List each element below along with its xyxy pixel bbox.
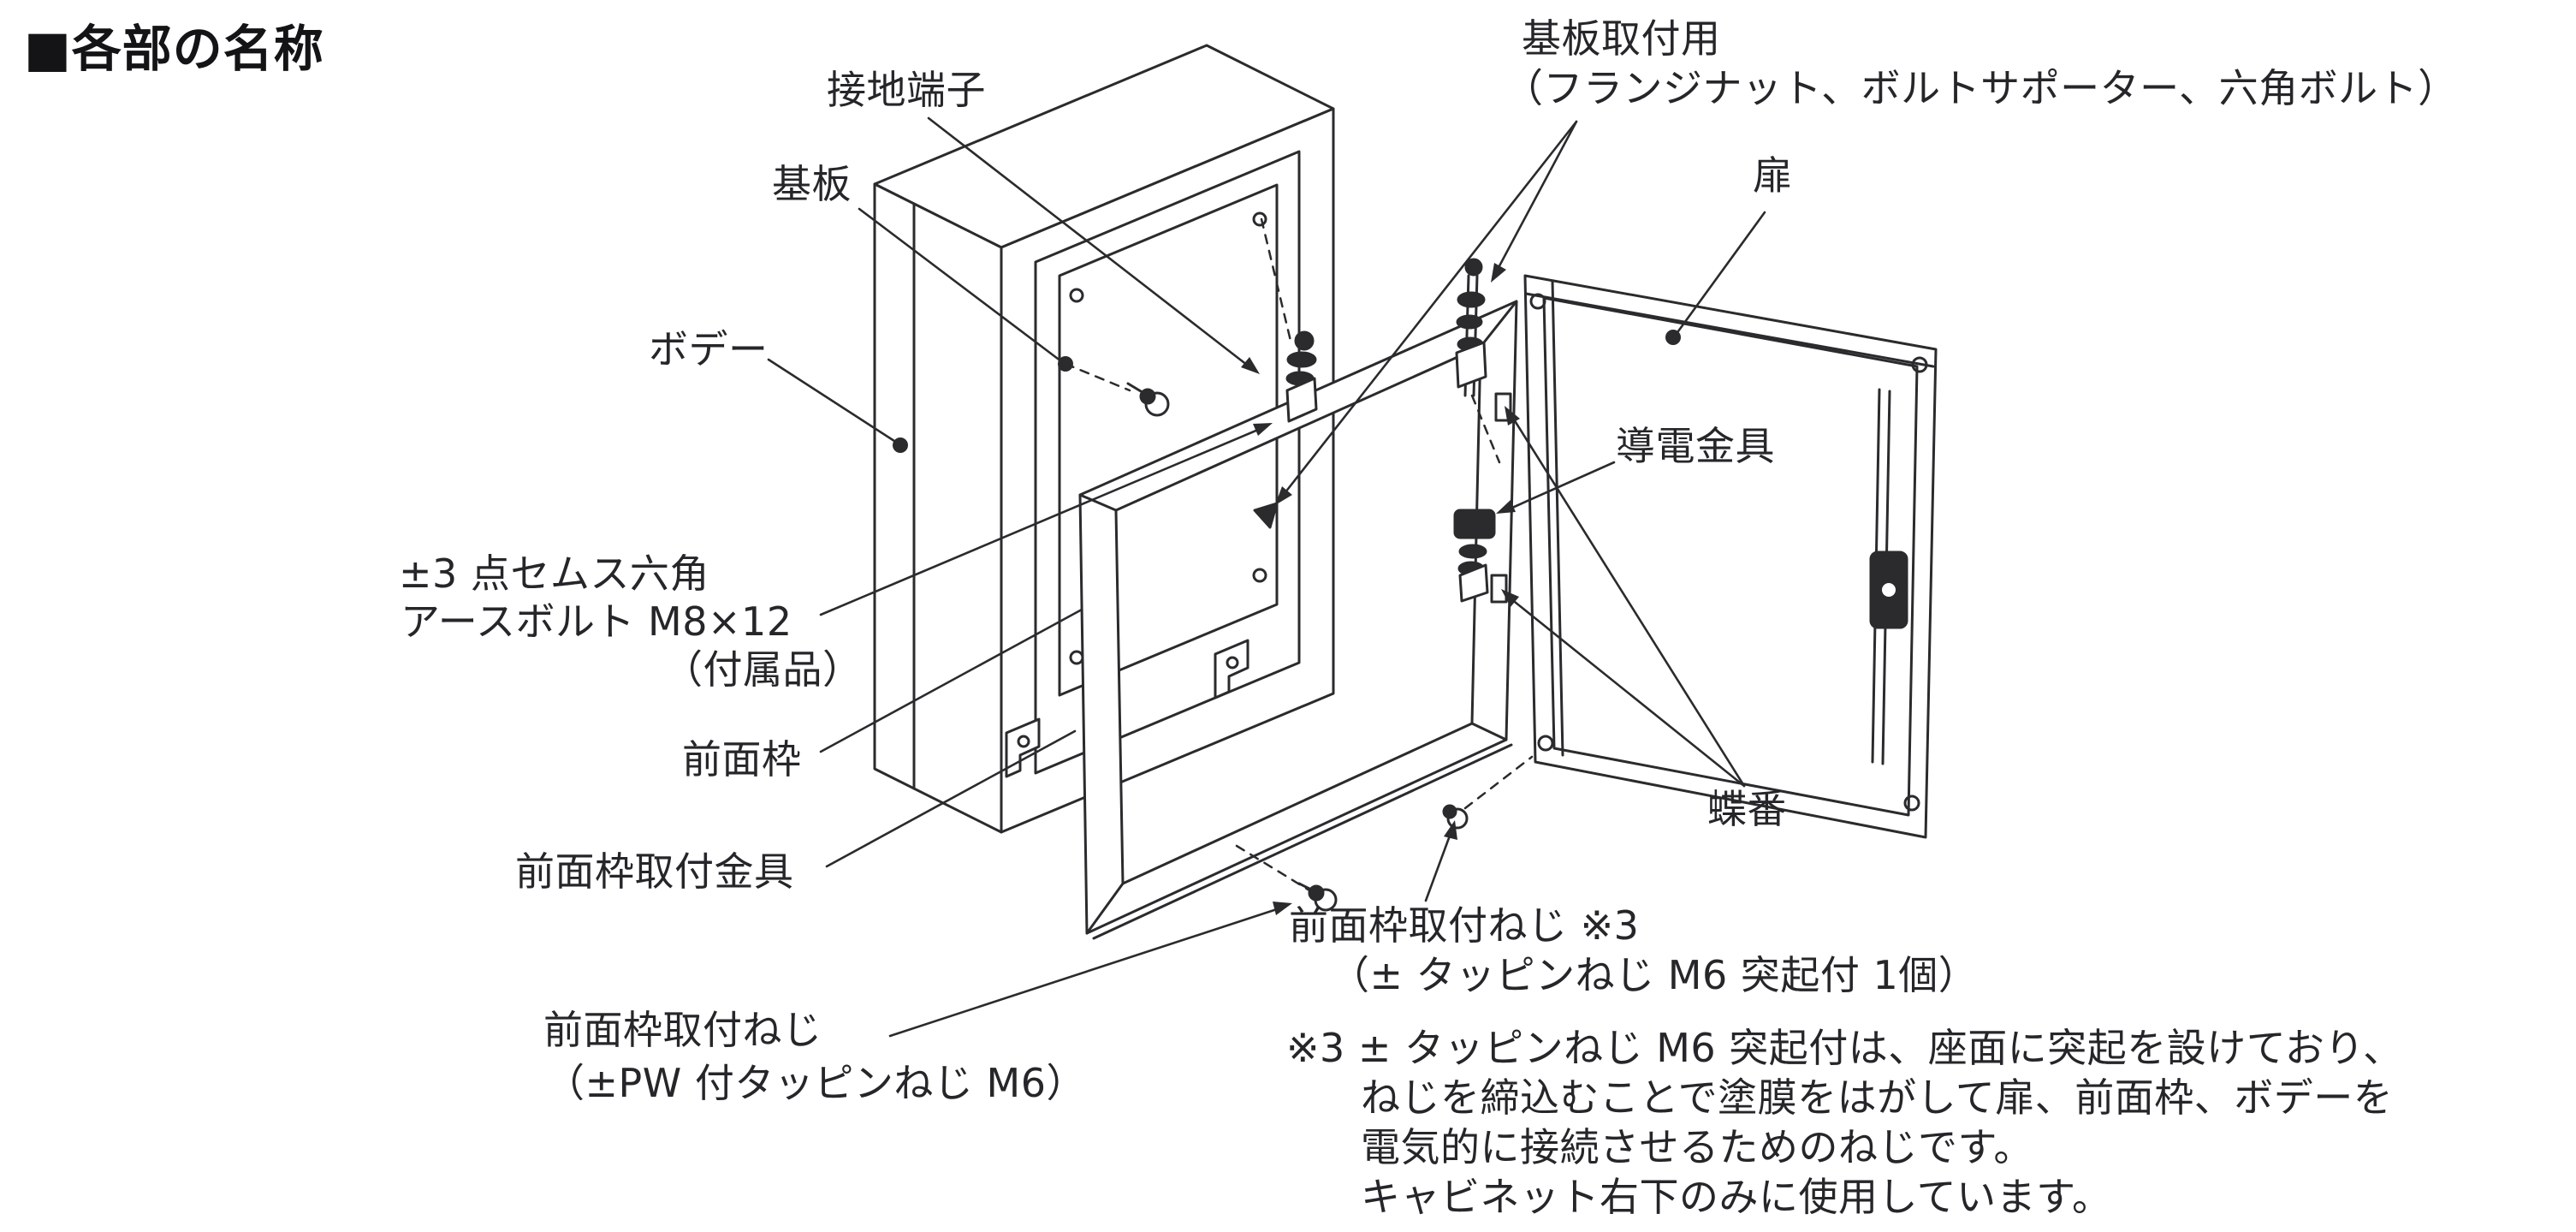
leader-hinge-upper [1508, 411, 1746, 788]
label-hinge: 蝶番 [1707, 786, 1787, 832]
front-frame-screw-right [1442, 804, 1469, 830]
label-front-frame-screw-right-2: （± タッピンねじ M6 突起付 1個） [1330, 952, 1979, 998]
label-front-frame-screw-left-1: 前面枠取付ねじ [543, 1007, 822, 1053]
leader-front-frame [819, 608, 1083, 753]
leader-conductive-fitting [1503, 461, 1616, 513]
note-line-2: ねじを締込むことで塗膜をはがして扉、前面枠、ボデーを [1361, 1074, 2394, 1121]
front-frame-bracket-right [1214, 639, 1249, 699]
front-frame-bracket-left [1005, 717, 1041, 778]
note-line-1: ※3 ± タッピンねじ M6 突起付は、座面に突起を設けており、 [1286, 1025, 2403, 1071]
label-earth-bolt-3: （付属品） [663, 646, 863, 693]
leader-base-plate-mounting-b [1280, 120, 1578, 498]
label-grounding-terminal: 接地端子 [827, 67, 986, 113]
door-screw [1903, 795, 1920, 812]
door-screw [1529, 293, 1546, 310]
leader-door [1674, 211, 1766, 336]
assembly-dashed-lines [1064, 217, 1534, 892]
leader-dots [893, 330, 1681, 453]
door-screw [1911, 356, 1928, 373]
grounding-terminal-stack [1285, 330, 1318, 423]
hex-bolt-tip [1253, 502, 1279, 529]
note-line-4: キャビネット右下のみに使用しています。 [1361, 1174, 2112, 1220]
label-base-plate: 基板 [772, 161, 852, 207]
door-screw [1537, 735, 1554, 752]
label-front-frame-bracket: 前面枠取付金具 [515, 848, 794, 895]
label-conductive-fitting: 導電金具 [1616, 423, 1775, 469]
page-title: ■各部の名称 [24, 20, 324, 78]
leader-grounding-terminal [927, 116, 1253, 370]
label-front-frame-screw-left-2: （±PW 付タッピンねじ M6） [545, 1060, 1086, 1106]
leader-lines [767, 116, 1766, 1038]
label-door: 扉 [1753, 152, 1793, 199]
leader-front-frame-screw-right [1424, 827, 1454, 902]
front-frame-screw-bottom [1297, 882, 1338, 912]
label-front-frame: 前面枠 [682, 736, 802, 783]
label-base-plate-mounting-1: 基板取付用 [1522, 15, 1721, 62]
body-box [873, 44, 1335, 834]
leader-base-plate-mounting-a [1493, 120, 1578, 276]
hinge-knuckle-lower [1490, 574, 1508, 604]
base-plate-mounting-stack [1455, 258, 1487, 397]
leader-front-frame-screw-left [888, 906, 1284, 1038]
door [1523, 274, 1938, 839]
leader-front-frame-bracket [825, 729, 1077, 868]
label-earth-bolt-1: ±3 点セムス六角 [399, 551, 709, 597]
pw-tapping-screw [1126, 382, 1170, 417]
door-latch [1869, 551, 1908, 629]
label-front-frame-screw-right-1: 前面枠取付ねじ ※3 [1289, 902, 1640, 949]
conductive-fitting-stack [1453, 509, 1496, 603]
label-base-plate-mounting-2: （フランジナット、ボルトサポーター、六角ボルト） [1504, 65, 2458, 111]
leader-arrowheads [1241, 263, 1520, 915]
label-body: ボデー [649, 326, 769, 372]
note-line-3: 電気的に接続させるためのねじです。 [1361, 1124, 2033, 1170]
leader-body [767, 358, 899, 444]
leader-base-plate [858, 207, 1063, 363]
leader-earth-bolt [819, 426, 1266, 616]
leader-hinge-lower [1505, 593, 1746, 788]
label-earth-bolt-2: アースボルト M8×12 [401, 598, 792, 645]
